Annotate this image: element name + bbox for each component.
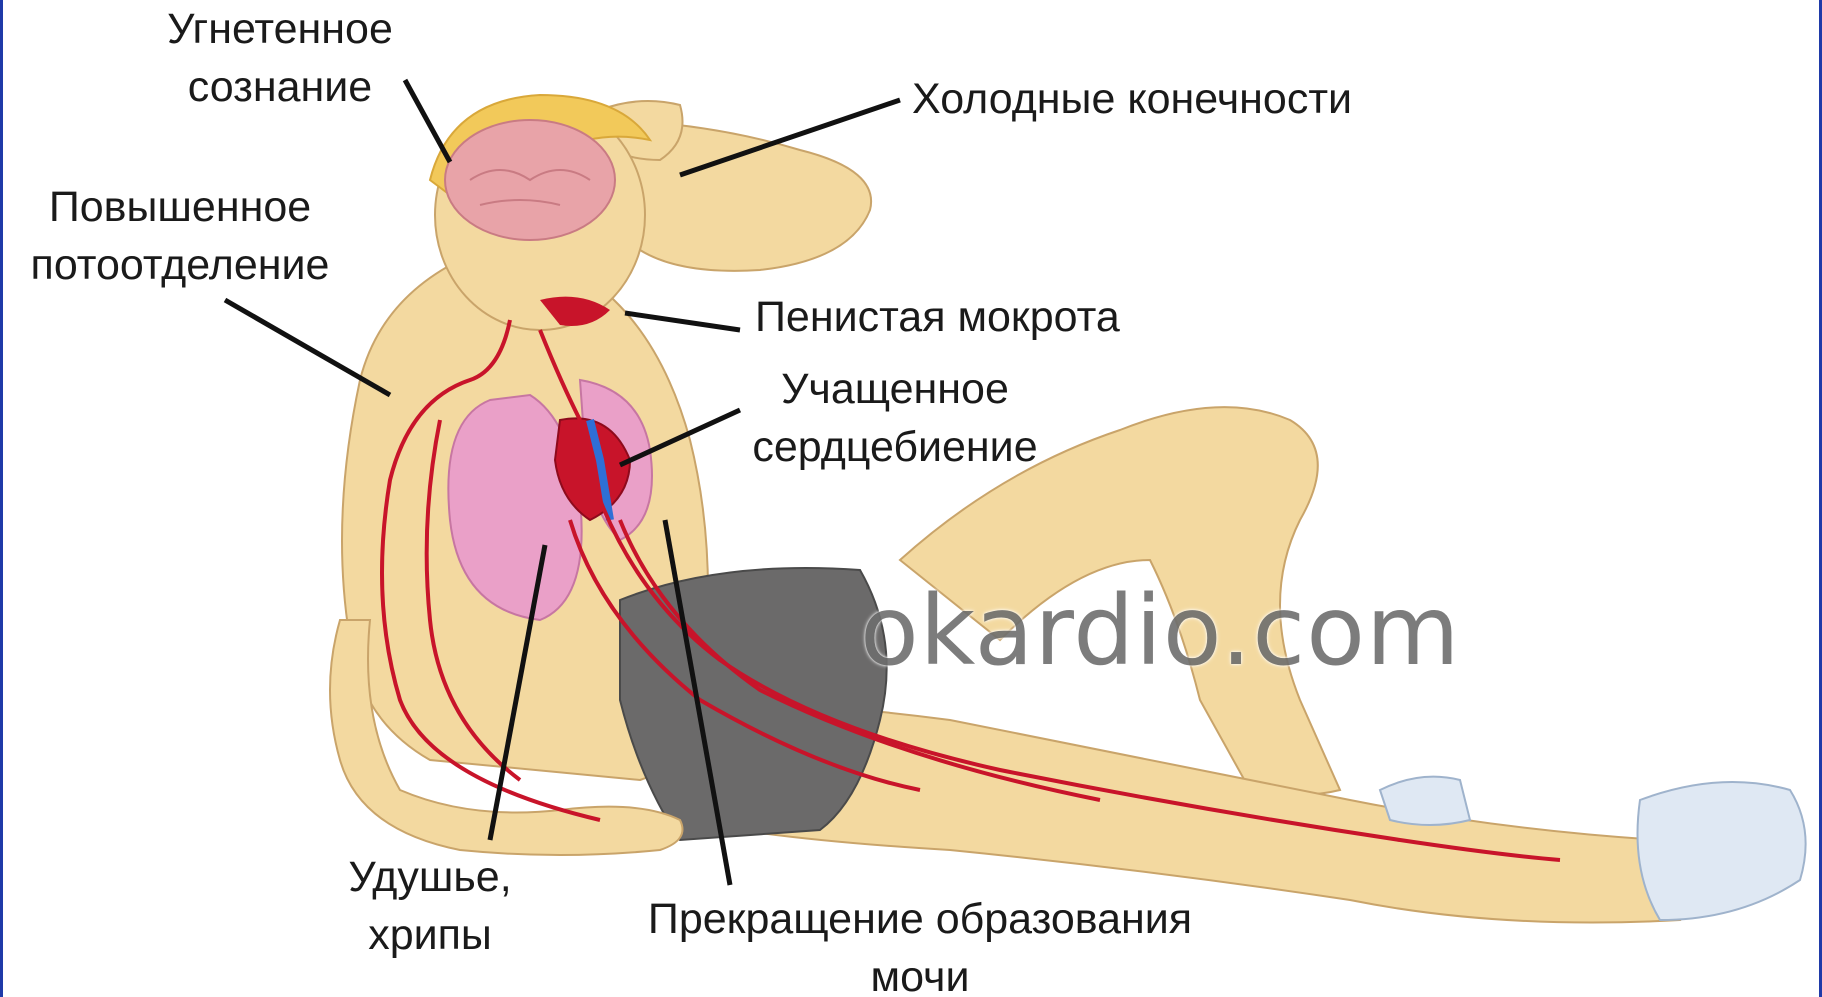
label-line: хрипы: [330, 906, 530, 964]
label-line: Повышенное: [10, 178, 350, 236]
label-line: сердцебиение: [725, 418, 1065, 476]
label-line: мочи: [600, 948, 1240, 997]
label-foamy-sputum: Пенистая мокрота: [755, 288, 1120, 346]
label-line: Пенистая мокрота: [755, 288, 1120, 346]
label-line: Прекращение образования: [600, 890, 1240, 948]
leader-increased-sweating: [225, 300, 390, 395]
label-depressed-consciousness: Угнетенное сознание: [150, 0, 410, 116]
leader-depressed-consciousness: [405, 80, 450, 162]
label-line: Учащенное: [725, 360, 1065, 418]
label-line: Удушье,: [330, 848, 530, 906]
label-increased-sweating: Повышенное потоотделение: [10, 178, 350, 294]
label-rapid-heartbeat: Учащенное сердцебиение: [725, 360, 1065, 476]
leader-foamy-sputum: [625, 313, 740, 330]
label-line: Угнетенное: [150, 0, 410, 58]
label-urine-cessation: Прекращение образования мочи: [600, 890, 1240, 997]
label-line: Холодные конечности: [912, 70, 1352, 128]
label-line: потоотделение: [10, 236, 350, 294]
label-suffocation: Удушье, хрипы: [330, 848, 530, 964]
label-cold-extremities: Холодные конечности: [912, 70, 1352, 128]
watermark: okardio.com: [860, 575, 1460, 687]
shorts: [620, 568, 887, 840]
label-line: сознание: [150, 58, 410, 116]
